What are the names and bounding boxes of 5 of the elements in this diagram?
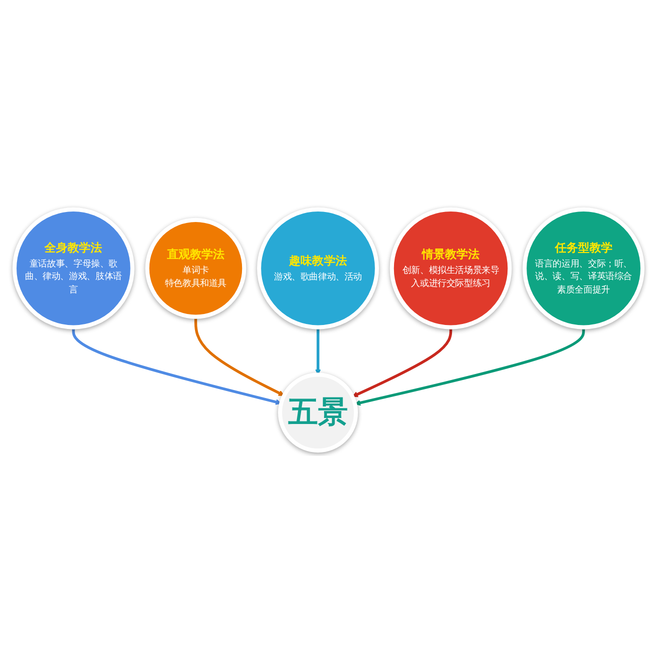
arrow xyxy=(72,326,282,404)
arrow xyxy=(354,326,585,406)
arrow xyxy=(352,326,452,397)
arrow xyxy=(315,326,321,374)
arrow xyxy=(194,316,284,396)
